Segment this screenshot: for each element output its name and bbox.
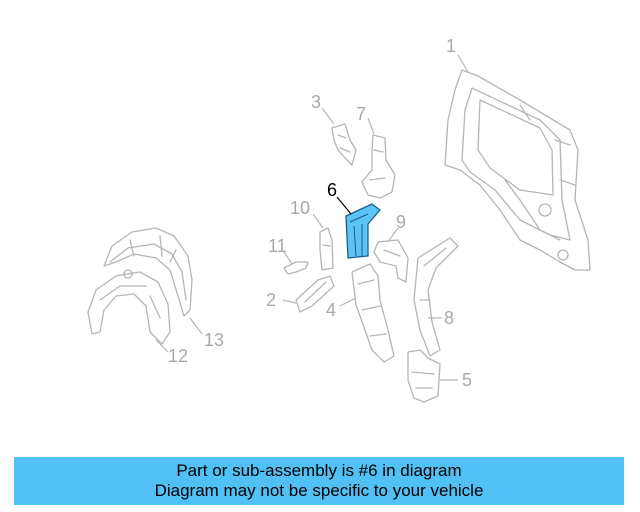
callout-4: 4: [326, 300, 336, 320]
leader-7: [367, 117, 375, 135]
callout-6: 6: [327, 180, 337, 200]
callout-8: 8: [444, 308, 454, 328]
leader-10: [312, 213, 324, 229]
parts-diagram: 1 3 7 6 10 9 11 2: [87, 36, 591, 403]
callout-13: 13: [204, 330, 224, 350]
leader-6: [336, 196, 352, 215]
leader-11: [283, 251, 293, 265]
part-1-quarter-panel: [444, 69, 591, 271]
callout-10: 10: [290, 198, 310, 218]
callout-11: 11: [268, 236, 287, 256]
part-8-pillar: [413, 237, 459, 357]
leader-12: [155, 339, 169, 353]
leader-9: [387, 227, 399, 243]
part-9-bracket: [373, 239, 409, 283]
callout-2: 2: [266, 290, 276, 310]
part-3-bracket: [331, 123, 357, 166]
leader-13: [189, 317, 203, 335]
part-13-wheelhouse: [103, 227, 193, 317]
part-11-clip: [283, 261, 309, 275]
leader-4: [339, 297, 357, 307]
part-10-bracket: [319, 227, 334, 271]
info-banner: Part or sub-assembly is #6 in diagram Di…: [14, 457, 624, 505]
banner-line-2: Diagram may not be specific to your vehi…: [154, 481, 484, 500]
part-6-highlighted[interactable]: [345, 203, 381, 259]
callout-7: 7: [356, 104, 366, 124]
part-4-pillar: [351, 263, 395, 363]
part-12-wheelhouse-liner: [87, 269, 171, 345]
callout-1: 1: [446, 36, 456, 56]
callout-9: 9: [396, 212, 406, 232]
callout-12: 12: [168, 346, 188, 366]
callout-3: 3: [311, 92, 321, 112]
banner-line-1: Part or sub-assembly is #6 in diagram: [176, 461, 462, 480]
part-7-bracket: [361, 134, 396, 199]
callout-5: 5: [462, 370, 472, 390]
part-5-bracket: [407, 349, 441, 403]
leader-3: [321, 107, 335, 125]
part-2-bracket: [295, 275, 335, 313]
leader-1: [457, 54, 469, 73]
leader-2: [282, 299, 297, 304]
